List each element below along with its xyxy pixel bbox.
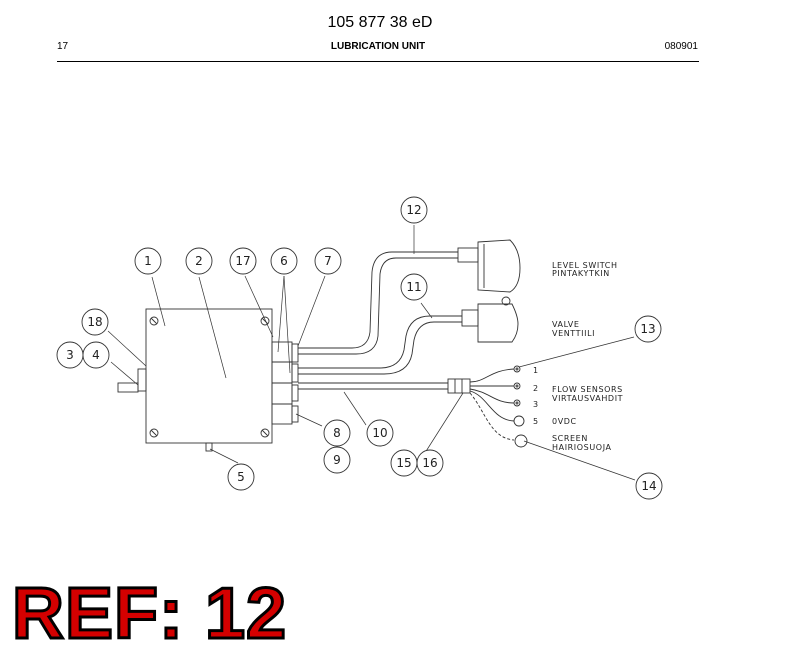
document-number: 105 877 38 eD [327,14,433,31]
callout-5: 5 [227,463,255,491]
level-switch-label-fi: PINTAKYTKIN [552,269,610,278]
svg-text:18: 18 [87,315,102,329]
callout-17: 17 [229,247,257,275]
svg-text:6: 6 [280,254,288,268]
svg-text:13: 13 [640,322,655,336]
screen-label-fi: HAIRIOSUOJA [552,443,612,452]
terminal-2-label: 2 [533,384,539,393]
terminal-1-label: 1 [533,366,539,375]
svg-text:7: 7 [324,254,332,268]
header-rule [57,61,699,62]
callout-3: 3 [56,341,84,369]
svg-text:16: 16 [422,456,437,470]
svg-text:2: 2 [195,254,203,268]
svg-text:14: 14 [641,479,656,493]
page-number: 17 [57,41,69,52]
callout-8: 8 [323,419,351,447]
svg-text:15: 15 [396,456,411,470]
valve-cable [298,296,519,375]
svg-text:1: 1 [144,254,152,268]
terminal-3-label: 3 [533,400,539,409]
valve-label-fi: VENTTIILI [552,329,595,338]
flow-sensors-label-fi: VIRTAUSVAHDIT [552,394,623,403]
terminal-5-label: 5 [533,417,539,426]
zero-vdc-label: 0VDC [552,417,577,426]
callout-12: 12 [400,196,428,224]
screen-label: SCREEN [552,434,588,443]
flow-sensors-label: FLOW SENSORS [552,385,623,394]
callout-10: 10 [366,419,394,447]
housing-box [145,308,273,444]
svg-text:9: 9 [333,453,341,467]
callout-13: 13 [634,315,662,343]
terminals [513,365,528,448]
svg-text:8: 8 [333,426,341,440]
svg-text:17: 17 [235,254,250,268]
callout-9: 9 [323,446,351,474]
bottom-nipple [205,442,213,452]
callout-4: 4 [82,341,110,369]
callout-16: 16 [416,449,444,477]
callout-7: 7 [314,247,342,275]
svg-text:4: 4 [92,348,100,362]
callout-11: 11 [400,273,428,301]
cable-glands [271,341,299,425]
callout-6: 6 [270,247,298,275]
callout-2: 2 [185,247,213,275]
document-date: 080901 [664,41,698,52]
callout-1: 1 [134,247,162,275]
connection-labels: LEVEL SWITCH PINTAKYTKIN VALVE VENTTIILI… [533,261,623,452]
level-switch-cable [298,239,521,355]
valve-label: VALVE [552,320,580,329]
fan-out-wires [469,368,515,441]
svg-text:11: 11 [406,280,421,294]
callout-18: 18 [81,308,109,336]
corner-screws [149,316,270,438]
callout-15: 15 [390,449,418,477]
svg-text:5: 5 [237,470,245,484]
leader-lines [107,225,636,481]
level-switch-label: LEVEL SWITCH [552,261,618,270]
svg-text:12: 12 [406,203,421,217]
left-shaft [117,368,147,393]
svg-text:10: 10 [372,426,387,440]
svg-text:3: 3 [66,348,74,362]
flow-sensor-cable [298,378,471,394]
document-title: LUBRICATION UNIT [330,41,426,52]
ref-badge: REF: 12 [10,574,288,654]
callout-14: 14 [635,472,663,500]
